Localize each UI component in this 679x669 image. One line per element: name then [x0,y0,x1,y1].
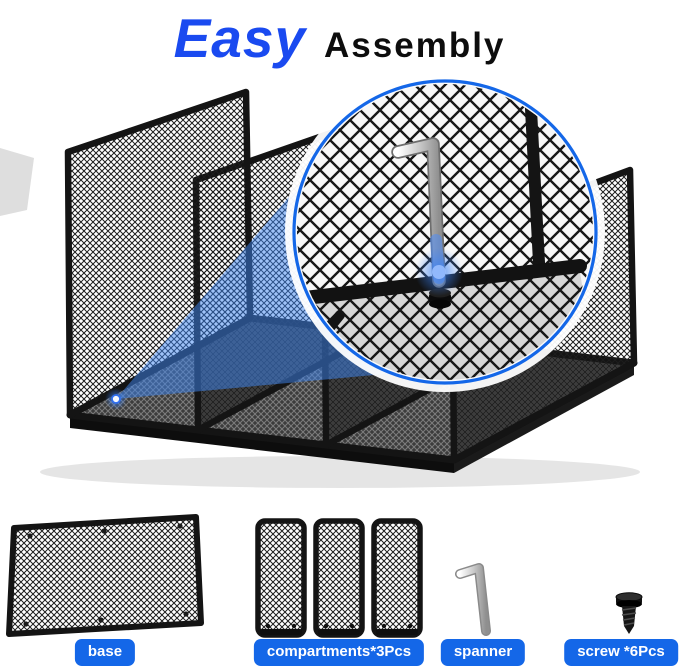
screw-location-dot [105,388,127,410]
compartment-panel [371,518,423,638]
headline: Easy Assembly [0,6,679,70]
magnified-detail [297,84,593,380]
screw-threads [621,607,637,626]
fastening-glow [415,234,463,296]
part-spanner-image [455,563,491,636]
headline-assembly: Assembly [324,26,506,65]
background-desk-corner [0,148,34,216]
part-label-spanner: spanner [440,639,526,666]
organizer-shadow [40,456,640,488]
part-screw-image [615,592,643,634]
compartment-panel [255,518,307,638]
magnifier-circle [285,72,605,392]
part-base-image [6,514,204,637]
part-label-screw: screw *6Pcs [564,639,678,666]
headline-easy: Easy [173,7,307,69]
base-screw-holes [23,523,189,627]
part-compartments-image [255,518,423,638]
compartment-panel [313,518,365,638]
part-label-compartments: compartments*3Pcs [253,639,425,666]
part-label-base: base [74,639,136,666]
